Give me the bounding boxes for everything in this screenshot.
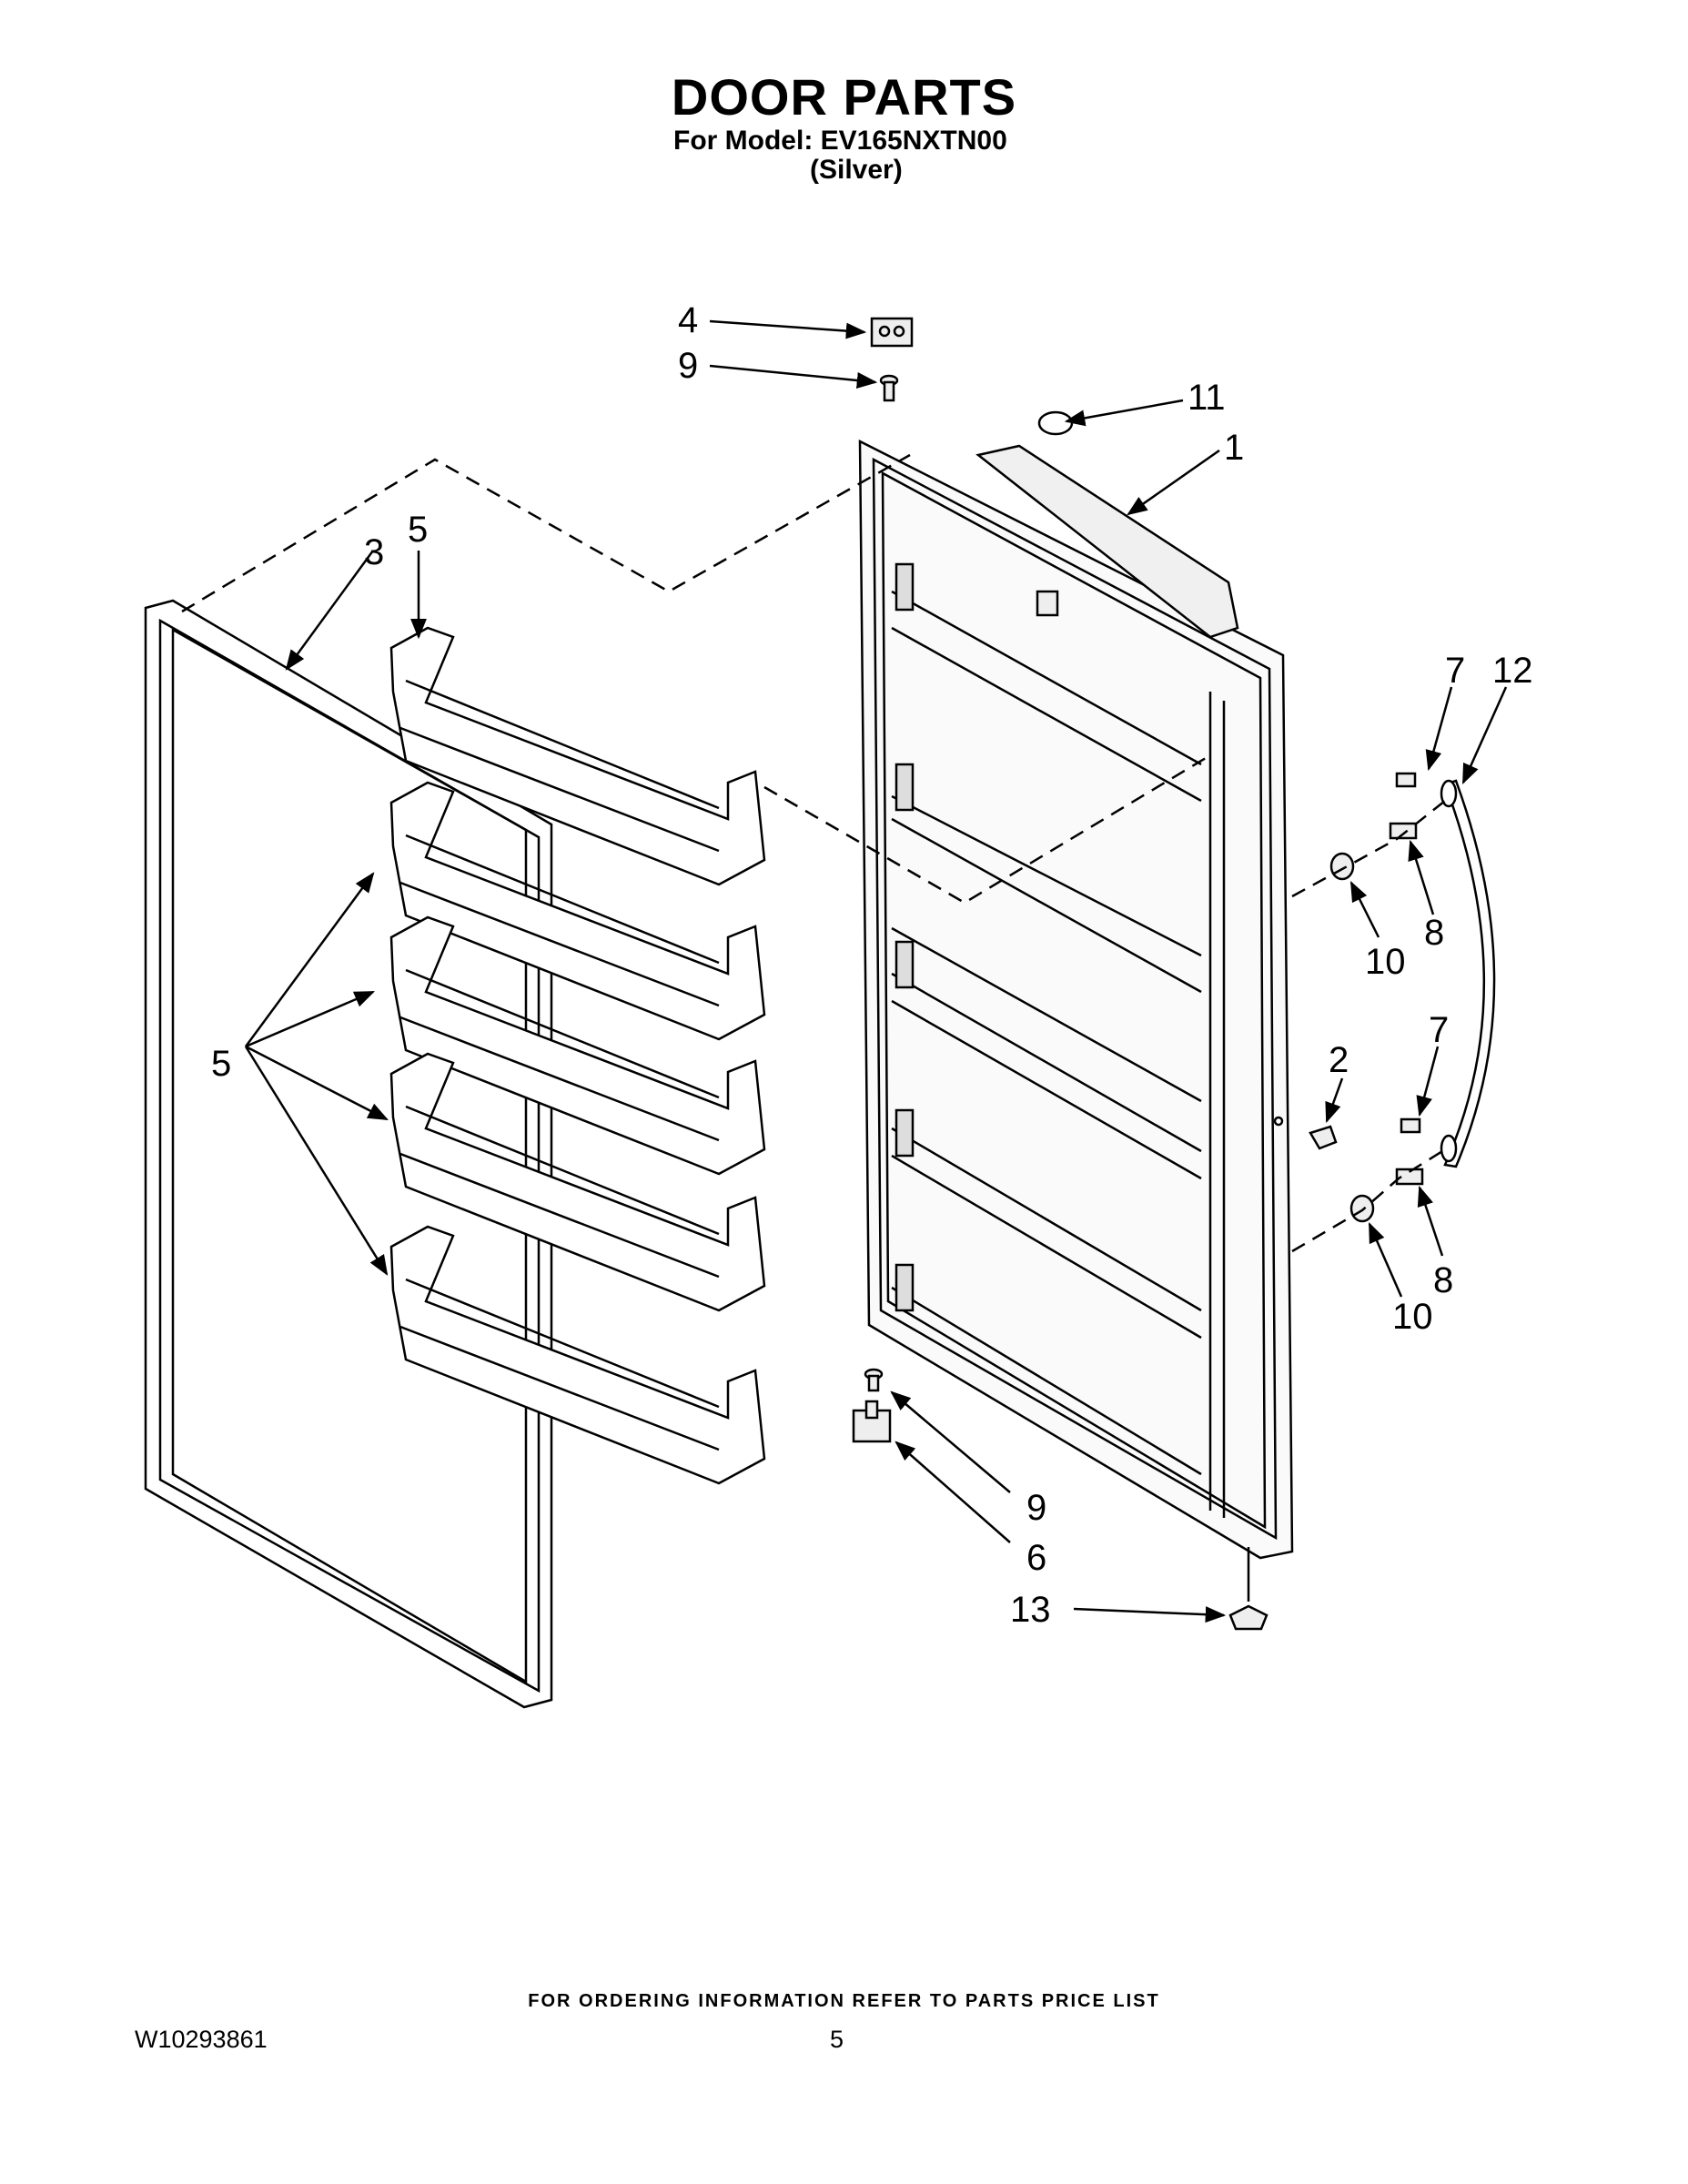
freezer-door: [858, 439, 1294, 1560]
callout-labels: 4 9 11 1 3 5 5 7 12 8 10 2 7 8 10 9 6 13: [211, 300, 1533, 1630]
callout-9: 9: [1026, 1488, 1046, 1528]
door-handle: [1440, 779, 1496, 1168]
door-shelf: [389, 781, 766, 1041]
callout-5: 5: [211, 1044, 231, 1084]
callout-13: 13: [1010, 1590, 1051, 1630]
callout-10: 10: [1392, 1297, 1433, 1337]
ordering-note: FOR ORDERING INFORMATION REFER TO PARTS …: [528, 1991, 1160, 2011]
callout-5: 5: [408, 510, 428, 550]
callout-7: 7: [1445, 651, 1465, 691]
page-number: 5: [830, 2026, 844, 2053]
top-hinge: [870, 317, 914, 348]
callout-1: 1: [1224, 428, 1244, 468]
door-shelf: [389, 1225, 766, 1485]
handle-hardware: [1273, 772, 1424, 1223]
reference-lines: [181, 453, 1448, 1253]
door-shelf: [389, 1052, 766, 1312]
hinge-pin-bottom: [864, 1368, 884, 1392]
callout-7: 7: [1429, 1010, 1449, 1050]
callout-6: 6: [1026, 1538, 1046, 1578]
bottom-hinge: [852, 1400, 892, 1443]
callout-9: 9: [678, 346, 698, 386]
door-shelf: [389, 915, 766, 1176]
callout-10: 10: [1365, 942, 1406, 982]
callout-2: 2: [1329, 1040, 1349, 1080]
page-title: DOOR PARTS: [671, 68, 1017, 126]
callout-arrows: [244, 319, 1508, 1623]
model-number: For Model: EV165NXTN00: [673, 126, 1007, 156]
callout-3: 3: [364, 532, 384, 572]
callout-11: 11: [1188, 378, 1226, 418]
document-number: W10293861: [135, 2026, 268, 2053]
door-plug: [1037, 410, 1074, 436]
callout-8: 8: [1433, 1260, 1453, 1300]
callout-8: 8: [1424, 913, 1444, 953]
door-stop: [1228, 1547, 1269, 1631]
callout-4: 4: [678, 300, 698, 340]
door-shelf: [389, 626, 766, 886]
model-color: (Silver): [810, 155, 903, 185]
hinge-pin-top: [879, 374, 899, 402]
door-gasket: [144, 599, 553, 1709]
callout-12: 12: [1492, 651, 1533, 691]
